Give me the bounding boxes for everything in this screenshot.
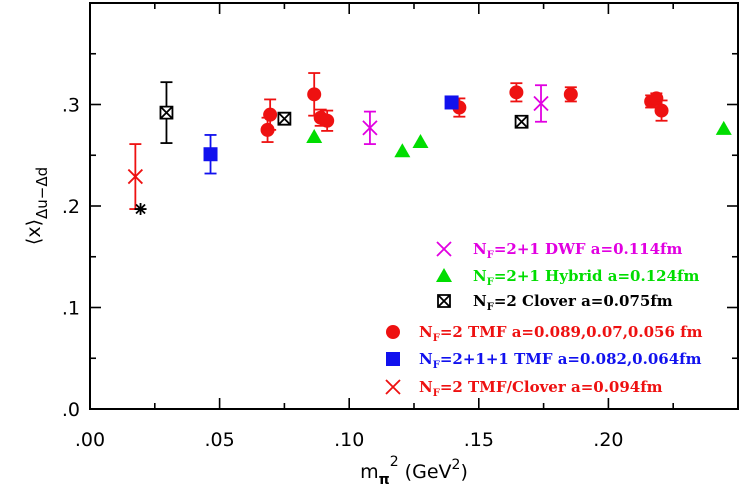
x-axis-label: mπ2 (GeV2)	[360, 454, 468, 488]
data-point	[514, 114, 529, 129]
x-tick-label: .15	[464, 429, 494, 451]
data-point	[509, 85, 524, 100]
y-tick-label: .1	[62, 298, 80, 320]
legend-item: NF=2 TMF a=0.089,0.07,0.056 fm	[386, 323, 703, 344]
axis-ticks	[89, 2, 739, 410]
data-point	[127, 168, 143, 185]
legend-label: NF=2+1 Hybrid a=0.124fm	[473, 267, 699, 288]
legend-item: NF=2+1 DWF a=0.114fm	[436, 240, 682, 261]
data-point	[263, 107, 278, 122]
legend-marker	[436, 268, 452, 282]
data-point	[362, 120, 378, 136]
data-marks	[127, 72, 732, 216]
x-tick-label: .05	[204, 429, 234, 451]
legend-marker	[385, 379, 401, 395]
data-point	[134, 203, 147, 216]
tick-labels: .00 .05 .10 .15 .20 .0 .1 .2 .3	[62, 95, 624, 452]
data-point	[159, 105, 174, 120]
legend-label: NF=2 Clover a=0.075fm	[473, 292, 673, 313]
data-point	[533, 95, 549, 112]
series-2	[159, 81, 529, 144]
legend-item: NF=2+1+1 TMF a=0.082,0.064fm	[386, 350, 702, 371]
legend-marker	[386, 352, 400, 366]
plot-frame	[89, 2, 739, 410]
legend-marker	[386, 325, 400, 339]
data-point	[563, 87, 578, 102]
legend-marker	[437, 294, 451, 308]
y-axis-label: ⟨x⟩Δu−Δd	[23, 167, 51, 245]
series-1	[306, 120, 732, 158]
series-6	[134, 203, 147, 216]
legend-marker	[436, 241, 452, 257]
series-4	[203, 95, 459, 175]
x-tick-label: .00	[75, 429, 105, 451]
data-point	[306, 128, 323, 143]
svg-text:⟨x⟩Δu−Δd: ⟨x⟩Δu−Δd	[23, 167, 51, 245]
series-3	[260, 72, 669, 143]
data-point	[203, 147, 218, 162]
data-point	[715, 120, 732, 135]
legend-label: NF=2 TMF a=0.089,0.07,0.056 fm	[419, 323, 703, 344]
legend-label: NF=2+1 DWF a=0.114fm	[473, 240, 682, 261]
legend-item: NF=2 TMF/Clover a=0.094fm	[385, 378, 663, 399]
data-point	[277, 111, 292, 126]
series-0	[362, 84, 549, 145]
x-tick-label: .20	[593, 429, 623, 451]
data-point	[307, 87, 322, 102]
legend-item: NF=2 Clover a=0.075fm	[437, 292, 673, 313]
data-point	[444, 95, 459, 110]
series-5	[127, 143, 143, 210]
legend-label: NF=2+1+1 TMF a=0.082,0.064fm	[419, 350, 702, 371]
y-tick-label: .0	[62, 399, 80, 421]
data-point	[649, 91, 664, 106]
x-tick-label: .10	[334, 429, 364, 451]
y-tick-label: .3	[62, 95, 80, 117]
data-point	[412, 134, 429, 149]
y-tick-label: .2	[62, 196, 80, 218]
data-point	[320, 113, 335, 128]
legend-label: NF=2 TMF/Clover a=0.094fm	[419, 378, 663, 399]
data-point	[654, 103, 669, 118]
data-point	[394, 143, 411, 158]
legend-item: NF=2+1 Hybrid a=0.124fm	[436, 267, 699, 288]
